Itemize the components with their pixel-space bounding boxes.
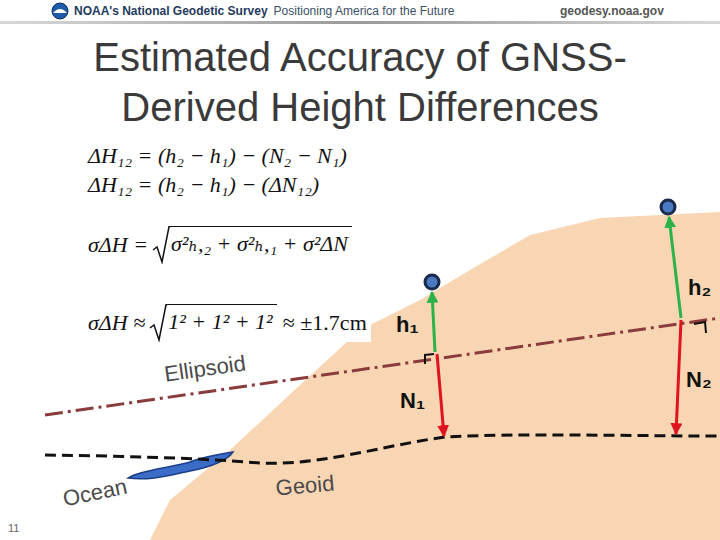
website-url: geodesy.noaa.gov <box>560 4 664 18</box>
right-angle-mark <box>694 322 706 333</box>
agency-logo <box>52 3 68 19</box>
surface-label: Ocean <box>61 474 130 513</box>
height-formula: ΔH₁₂ = (h₂ − h₁) − (ΔN₁₂) <box>88 172 319 198</box>
slide-title: Estimated Accuracy of GNSS-Derived Heigh… <box>50 32 670 132</box>
radical-sign <box>153 227 170 262</box>
radicand: σ²ₕ,₂ + σ²ₕ,₁ + σ²ΔN <box>169 226 352 257</box>
gnss-station <box>425 275 439 289</box>
error-formula: σΔH ≈ <box>88 310 145 336</box>
height-formula: ΔH₁₂ = (h₂ − h₁) − (N₂ − N₁) <box>88 143 347 169</box>
error-formula: σΔH = <box>88 232 148 258</box>
agency-slogan: Positioning America for the Future <box>274 4 455 18</box>
ocean-water <box>128 452 233 479</box>
radical-sign <box>149 304 167 342</box>
header-rule <box>0 21 720 24</box>
formula-row: ΔH₁₂ = (h₂ − h₁) − (N₂ − N₁) <box>84 143 351 169</box>
error-result: ≈ ±1.7cm <box>283 310 367 336</box>
ellipsoid-height-arrow <box>432 292 435 352</box>
radical-sign <box>150 305 167 340</box>
right-angle-mark <box>425 354 434 364</box>
ellipsoid-height-arrow <box>669 217 681 318</box>
height-symbol: N₂ <box>686 367 712 393</box>
geoid-height-arrow <box>676 320 681 434</box>
height-symbol: N₁ <box>400 388 425 414</box>
page-number: 11 <box>8 522 19 534</box>
height-symbol: h₂ <box>688 275 711 301</box>
radical-sign <box>152 226 170 264</box>
header-row: NOAA's National Geodetic Survey Positioni… <box>74 4 454 18</box>
agency-logo <box>53 9 67 13</box>
radicand: 1² + 1² + 1² <box>166 304 276 335</box>
gnss-station <box>661 200 675 214</box>
formula-row: σΔH = σ²ₕ,₂ + σ²ₕ,₁ + σ²ΔN <box>84 226 356 264</box>
surface-label: Ellipsoid <box>163 350 248 387</box>
geoid-height-arrow <box>437 354 444 436</box>
agency-name: NOAA's National Geodetic Survey <box>74 4 268 18</box>
geoid-line <box>45 435 720 463</box>
formula-row: σΔH ≈ 1² + 1² + 1² ≈ ±1.7cm <box>84 304 371 342</box>
surface-label: Geoid <box>275 470 336 501</box>
height-symbol: h₁ <box>396 312 419 338</box>
formula-row: ΔH₁₂ = (h₂ − h₁) − (ΔN₁₂) <box>84 172 323 198</box>
